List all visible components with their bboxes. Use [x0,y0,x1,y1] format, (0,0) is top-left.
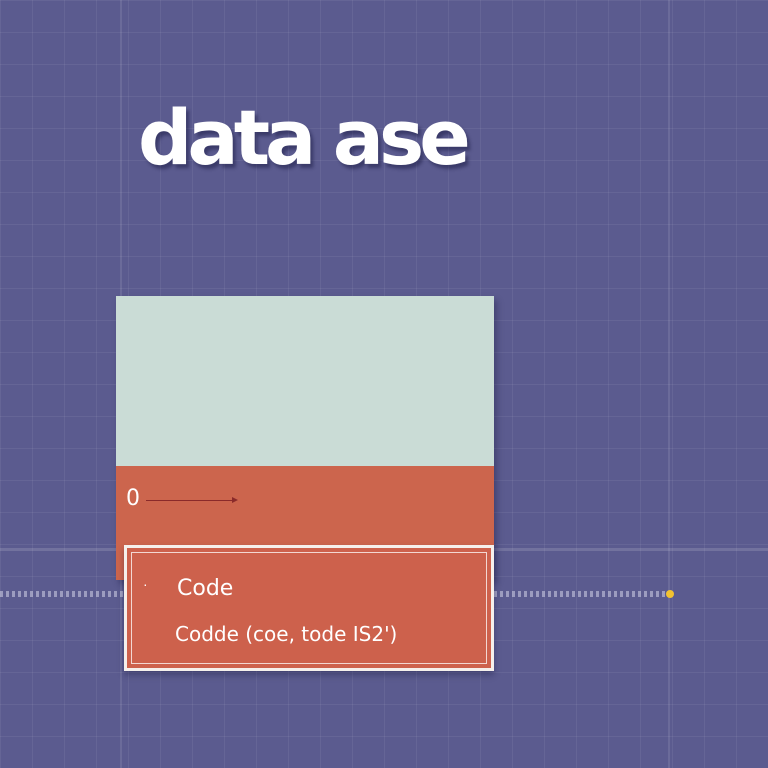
popup-inner-border [131,552,487,664]
popup-code-text: Codde (coe, tode IS2') [175,622,398,646]
page-title: data ase [138,93,471,182]
card-header-panel [116,296,494,466]
right-arrow-icon [146,500,234,501]
dot-icon [666,590,674,598]
bullet-icon: · [143,576,148,592]
guide-line-vertical [668,0,670,768]
database-card: 0 [116,296,494,580]
arrow-head-icon [232,497,238,503]
dotted-rule-left [0,591,124,597]
dotted-rule-right [494,591,666,597]
row-label: 0 [126,486,140,511]
popup-heading: Code [177,576,234,601]
code-popup[interactable]: · Code Codde (coe, tode IS2') [124,545,494,671]
